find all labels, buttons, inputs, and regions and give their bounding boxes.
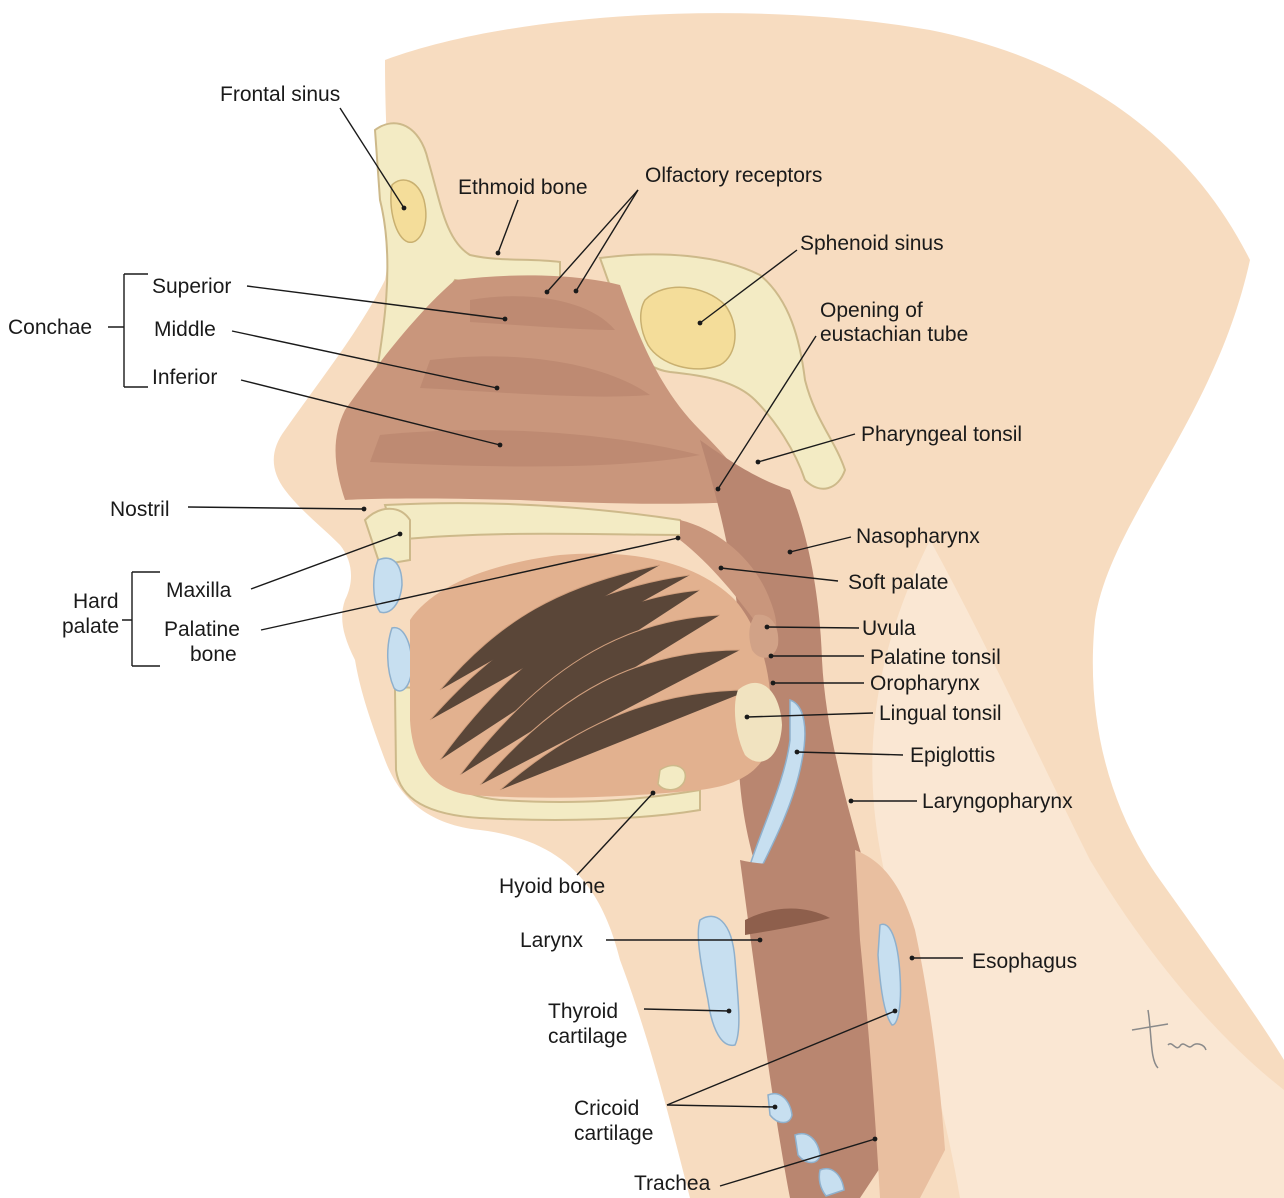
label-palatine-bone-line-1: Palatine xyxy=(164,618,240,641)
label-esophagus: Esophagus xyxy=(972,950,1077,973)
label-lingual-tonsil: Lingual tonsil xyxy=(879,702,1002,725)
label-palatine-bone-line-2: bone xyxy=(190,643,237,666)
label-thyroid-line-2: cartilage xyxy=(548,1025,627,1048)
label-larynx: Larynx xyxy=(520,929,584,952)
label-maxilla: Maxilla xyxy=(166,579,232,602)
head-illustration xyxy=(274,13,1284,1198)
label-nostril: Nostril xyxy=(110,498,170,521)
label-soft-palate: Soft palate xyxy=(848,571,948,594)
label-thyroid-cartilage: Thyroid cartilage xyxy=(548,1000,627,1048)
label-hard-palate: Hard palate xyxy=(62,590,124,638)
label-hard-palate-line-2: palate xyxy=(62,615,119,638)
label-sphenoid-sinus: Sphenoid sinus xyxy=(800,232,944,255)
label-uvula: Uvula xyxy=(862,617,916,640)
label-hard-palate-line-1: Hard xyxy=(73,590,119,613)
label-olfactory-receptors: Olfactory receptors xyxy=(645,164,822,187)
label-ethmoid-bone: Ethmoid bone xyxy=(458,176,588,199)
label-eustachian-line-1: Opening of xyxy=(820,299,923,322)
label-middle-concha: Middle xyxy=(154,318,216,341)
label-epiglottis: Epiglottis xyxy=(910,744,995,767)
hyoid-shape xyxy=(658,766,685,790)
label-superior-concha: Superior xyxy=(152,275,231,298)
label-trachea: Trachea xyxy=(634,1172,711,1195)
label-conchae: Conchae xyxy=(8,316,92,339)
label-palatine-tonsil: Palatine tonsil xyxy=(870,646,1001,669)
label-laryngopharynx: Laryngopharynx xyxy=(922,790,1073,813)
label-eustachian-line-2: eustachian tube xyxy=(820,323,968,346)
label-inferior-concha: Inferior xyxy=(152,366,217,389)
label-oropharynx: Oropharynx xyxy=(870,672,980,695)
label-frontal-sinus: Frontal sinus xyxy=(220,83,340,106)
label-cricoid-cartilage: Cricoid cartilage xyxy=(574,1097,653,1145)
label-thyroid-line-1: Thyroid xyxy=(548,1000,618,1023)
label-palatine-bone: Palatine bone xyxy=(164,618,246,666)
label-pharyngeal-tonsil: Pharyngeal tonsil xyxy=(861,423,1022,446)
label-hyoid-bone: Hyoid bone xyxy=(499,875,605,898)
label-cricoid-line-2: cartilage xyxy=(574,1122,653,1145)
label-cricoid-line-1: Cricoid xyxy=(574,1097,639,1120)
label-nasopharynx: Nasopharynx xyxy=(856,525,980,548)
